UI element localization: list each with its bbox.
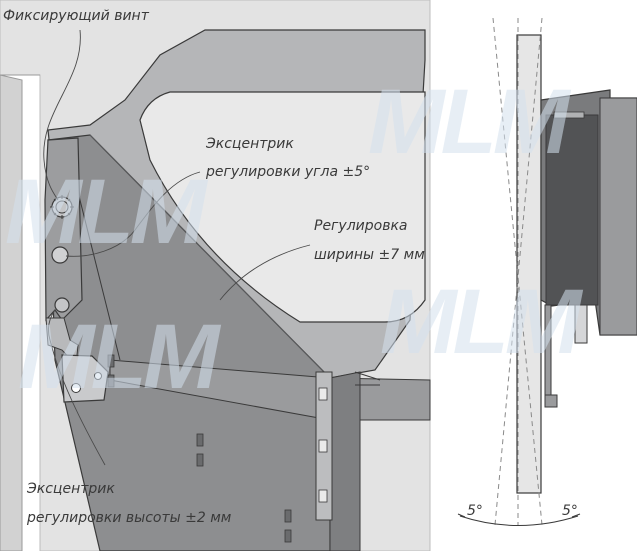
label-height-eccentric-line2: регулировки высоты ±2 мм <box>27 510 232 526</box>
section-view <box>457 17 637 526</box>
angle-dashed-lines <box>492 17 543 526</box>
height-eccentric <box>54 297 70 313</box>
drawer-bottom-profile <box>329 371 361 551</box>
label-angle-eccentric-line1: Эксцентрик <box>206 136 294 152</box>
label-width-adjust-line2: ширины ±7 мм <box>314 247 425 263</box>
angle-eccentric <box>51 246 69 264</box>
label-height-eccentric-line1: Эксцентрик <box>27 481 115 497</box>
side-slots <box>107 354 292 543</box>
label-width-adjust-line1: Регулировка <box>314 218 408 234</box>
label-fixing-screw: Фиксирующий винт <box>3 8 149 24</box>
bracket-section <box>545 114 599 306</box>
perspective-view <box>0 0 431 551</box>
label-angle-left: 5° <box>467 503 483 519</box>
drawer-front-panel <box>516 34 542 494</box>
leader-lines <box>43 29 311 466</box>
cabinet-side-panel <box>0 74 23 551</box>
front-bracket <box>44 137 83 322</box>
label-angle-right: 5° <box>562 503 578 519</box>
angle-arc <box>459 515 579 526</box>
adjust-hook <box>574 304 588 344</box>
label-angle-eccentric-line2: регулировки угла ±5° <box>206 164 371 180</box>
drawer-top-opening <box>139 91 426 323</box>
